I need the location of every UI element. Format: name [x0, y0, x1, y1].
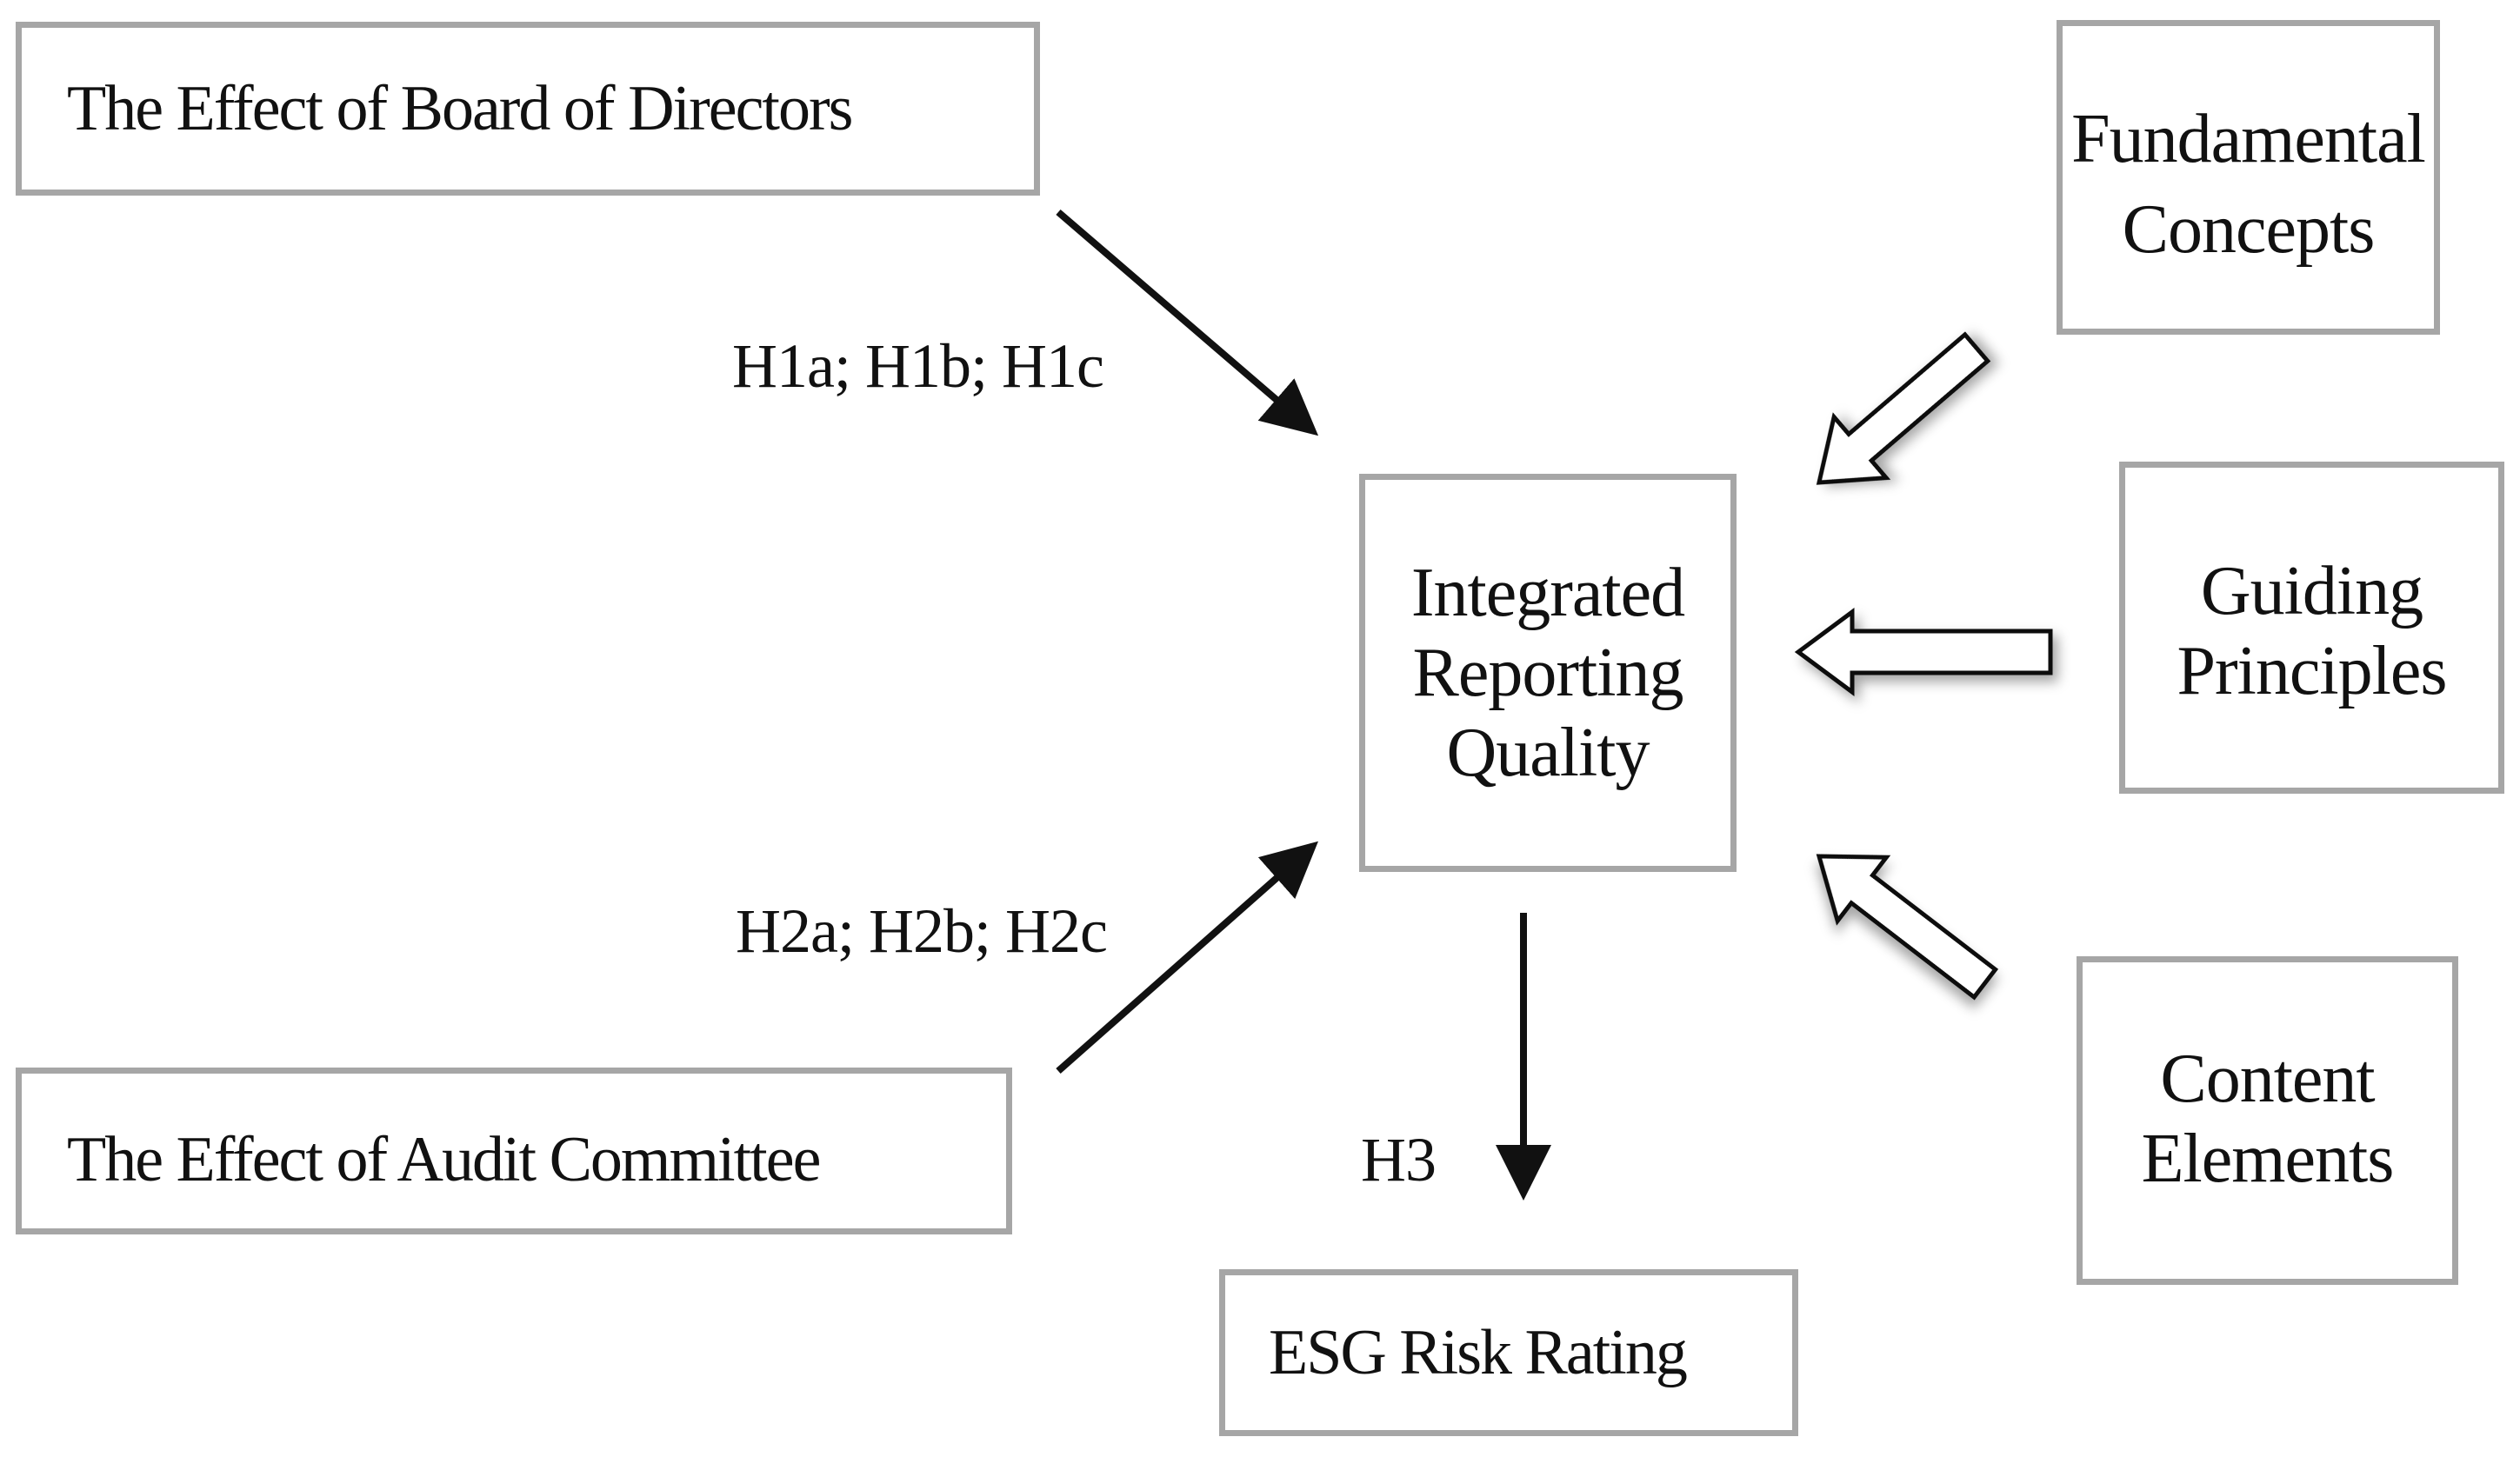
integrated-reporting-quality-box: Integrated Reporting Quality	[1359, 474, 1737, 872]
fundamental-block-arrow	[1816, 331, 1991, 485]
audit-committee-text: The Effect of Audit Committee	[67, 1124, 821, 1195]
board-of-directors-box: The Effect of Board of Directors	[16, 22, 1040, 196]
irq-line-2: Reporting	[1412, 635, 1684, 711]
h3-label: H3	[1361, 1125, 1437, 1194]
guiding-principles-box: Guiding Principles	[2119, 462, 2504, 794]
guiding-line-1: Guiding	[2200, 553, 2423, 629]
guiding-line-2: Principles	[2177, 633, 2448, 709]
content-elements-box: Content Elements	[2077, 956, 2458, 1285]
esg-risk-rating-text: ESG Risk Rating	[1269, 1316, 1688, 1388]
content-line-1: Content	[2160, 1041, 2375, 1117]
audit-committee-box: The Effect of Audit Committee	[16, 1068, 1012, 1234]
fundamental-line-1: Fundamental	[2071, 101, 2426, 177]
h1-label: H1a; H1b; H1c	[732, 331, 1104, 401]
content-line-2: Elements	[2141, 1121, 2395, 1197]
h2-arrow	[1056, 841, 1318, 1074]
irq-line-3: Quality	[1446, 715, 1650, 791]
h1-arrow	[1056, 209, 1319, 436]
fundamental-line-2: Concepts	[2122, 191, 2376, 268]
irq-line-1: Integrated	[1410, 555, 1685, 631]
board-of-directors-text: The Effect of Board of Directors	[67, 72, 853, 144]
guiding-block-arrow	[1794, 608, 2053, 696]
content-block-arrow	[1816, 854, 1999, 1001]
esg-risk-rating-box: ESG Risk Rating	[1219, 1269, 1798, 1436]
h2-label: H2a; H2b; H2c	[736, 896, 1108, 966]
fundamental-concepts-box: Fundamental Concepts	[2057, 20, 2440, 335]
